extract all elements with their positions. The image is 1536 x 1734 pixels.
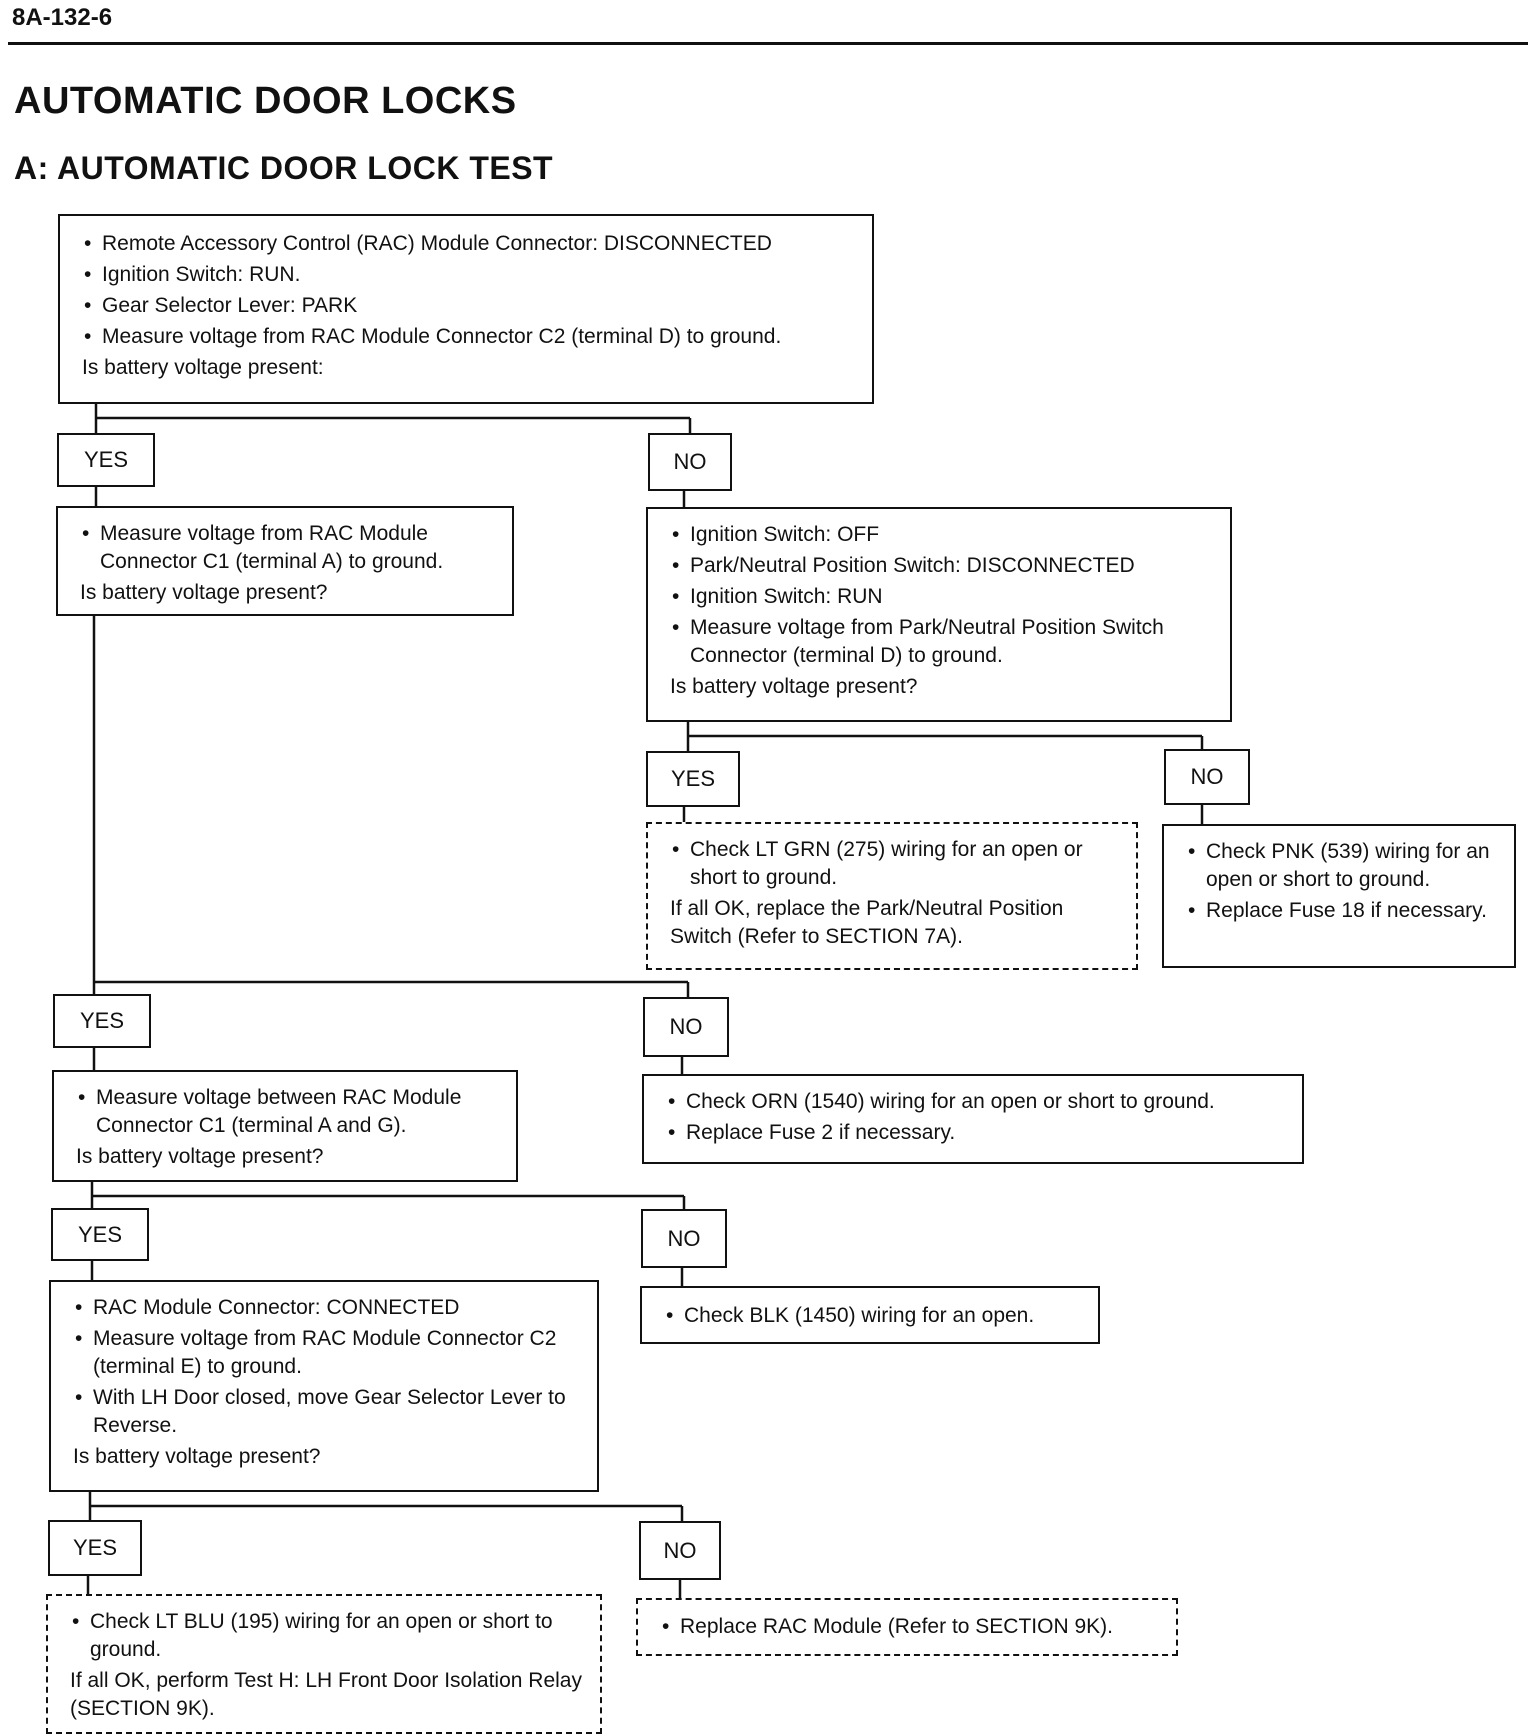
step-replace-rac-module: Replace RAC Module (Refer to SECTION 9K)… (636, 1598, 1178, 1656)
yes-label: YES (57, 433, 155, 487)
no-label: NO (639, 1521, 721, 1580)
step-bullet: Measure voltage from RAC Module Connecto… (80, 520, 498, 576)
step-lt-grn-wiring: Check LT GRN (275) wiring for an open or… (646, 822, 1138, 970)
step-pnk-wiring: Check PNK (539) wiring for an open or sh… (1162, 824, 1516, 968)
step-question: Is battery voltage present? (76, 1145, 324, 1168)
step-orn-wiring: Check ORN (1540) wiring for an open or s… (642, 1074, 1304, 1164)
step-blk-wiring: Check BLK (1450) wiring for an open. (640, 1286, 1100, 1344)
step-bullet: Check ORN (1540) wiring for an open or s… (666, 1088, 1288, 1116)
yes-label: YES (48, 1520, 142, 1576)
step-c1-terminal-a-g: Measure voltage between RAC Module Conne… (52, 1070, 518, 1182)
step-bullet: Ignition Switch: RUN (670, 583, 1216, 611)
step-bullet: Measure voltage from RAC Module Connecto… (73, 1325, 583, 1381)
step-bullet: Replace Fuse 18 if necessary. (1186, 897, 1500, 925)
step-bullet: RAC Module Connector: CONNECTED (73, 1294, 583, 1322)
step-bullet: Ignition Switch: OFF (670, 521, 1216, 549)
header-rule (8, 42, 1528, 45)
step-question: Is battery voltage present? (73, 1445, 321, 1468)
step-bullet: Park/Neutral Position Switch: DISCONNECT… (670, 552, 1216, 580)
step-c1-terminal-a: Measure voltage from RAC Module Connecto… (56, 506, 514, 616)
page-number: 8A-132-6 (12, 4, 113, 31)
step-bullet: Remote Accessory Control (RAC) Module Co… (82, 230, 858, 258)
step-bullet: With LH Door closed, move Gear Selector … (73, 1384, 583, 1440)
step-bullet: Ignition Switch: RUN. (82, 261, 858, 289)
step-question: Is battery voltage present: (82, 356, 324, 379)
step-park-neutral-switch: Ignition Switch: OFF Park/Neutral Positi… (646, 507, 1232, 722)
step-bullet: Check BLK (1450) wiring for an open. (664, 1302, 1084, 1330)
step-question: Is battery voltage present? (670, 675, 918, 698)
step-c2-terminal-e: RAC Module Connector: CONNECTED Measure … (49, 1280, 599, 1492)
step-bullet: Gear Selector Lever: PARK (82, 292, 858, 320)
yes-label: YES (51, 1208, 149, 1261)
step-bullet: Check LT BLU (195) wiring for an open or… (70, 1608, 586, 1664)
step-bullet: Measure voltage from Park/Neutral Positi… (670, 614, 1216, 670)
yes-label: YES (53, 994, 151, 1048)
section-title: A: AUTOMATIC DOOR LOCK TEST (14, 150, 554, 186)
step-rac-connector-check: Remote Accessory Control (RAC) Module Co… (58, 214, 874, 404)
step-bullet: Replace Fuse 2 if necessary. (666, 1119, 1288, 1147)
no-label: NO (641, 1209, 727, 1268)
yes-label: YES (646, 751, 740, 807)
step-bullet: Check PNK (539) wiring for an open or sh… (1186, 838, 1500, 894)
step-bullet: Check LT GRN (275) wiring for an open or… (670, 836, 1122, 892)
step-bullet: Measure voltage from RAC Module Connecto… (82, 323, 858, 351)
step-result: If all OK, perform Test H: LH Front Door… (70, 1669, 582, 1720)
no-label: NO (648, 433, 732, 491)
step-bullet: Replace RAC Module (Refer to SECTION 9K)… (660, 1613, 1162, 1641)
no-label: NO (1164, 749, 1250, 805)
step-question: Is battery voltage present? (80, 581, 328, 604)
page-title: AUTOMATIC DOOR LOCKS (14, 80, 517, 122)
no-label: NO (643, 997, 729, 1057)
step-lt-blu-wiring: Check LT BLU (195) wiring for an open or… (46, 1594, 602, 1734)
step-bullet: Measure voltage between RAC Module Conne… (76, 1084, 502, 1140)
step-result: If all OK, replace the Park/Neutral Posi… (670, 897, 1064, 948)
